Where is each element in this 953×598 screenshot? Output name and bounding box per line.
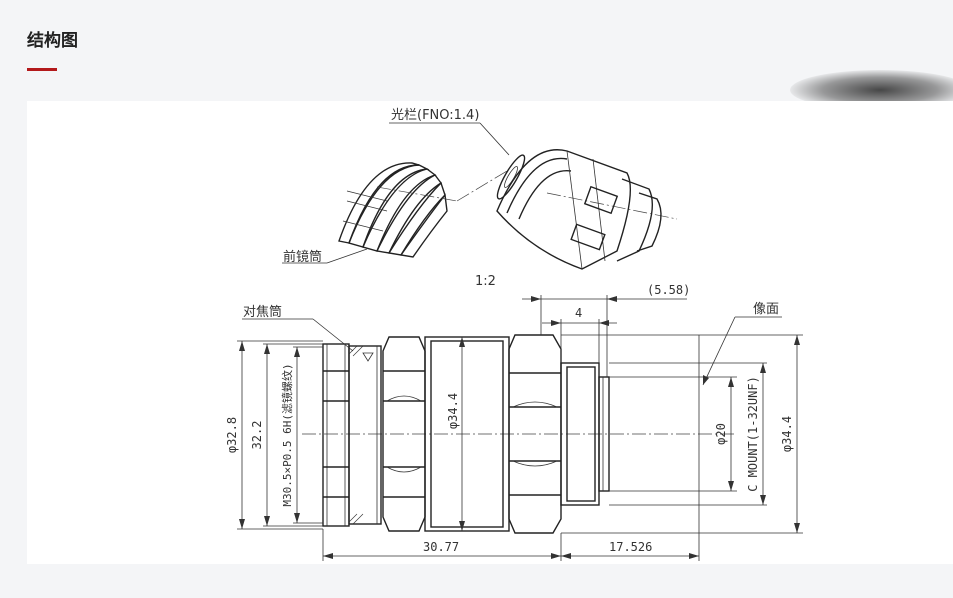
focus-barrel-label: 对焦筒: [243, 304, 282, 320]
dia-34-4-body-label: φ34.4: [446, 393, 460, 429]
len-30-77-label: 30.77: [423, 540, 459, 554]
exploded-view: [338, 149, 678, 270]
structure-drawing-card: 光栏(FNO:1.4) 前镜筒 1:2: [27, 101, 953, 564]
dim-5-58-label: (5.58): [647, 283, 690, 297]
scale-label: 1:2: [475, 274, 496, 289]
thread-label: M30.5×P0.5 6H(滤镜螺纹): [280, 363, 294, 506]
title-underline: [27, 68, 57, 71]
front-barrel-label: 前镜筒: [283, 249, 322, 265]
dia-20-label: φ20: [714, 423, 728, 445]
c-mount-label: C MOUNT(1-32UNF): [746, 376, 760, 492]
lens-structure-diagram: 光栏(FNO:1.4) 前镜筒 1:2: [225, 108, 803, 561]
dim-4-label: 4: [575, 306, 582, 320]
aperture-disc-drawing: [496, 154, 526, 200]
dia-34-4-right-label: φ34.4: [780, 416, 794, 452]
section-title: 结构图: [27, 31, 78, 51]
rear-barrel-drawing: [496, 149, 662, 270]
aperture-label: 光栏(FNO:1.4): [391, 108, 479, 123]
dim-32-2-label: 32.2: [250, 421, 264, 450]
len-17-526-label: 17.526: [609, 540, 652, 554]
front-barrel-drawing: [338, 162, 448, 258]
image-plane-label: 像面: [753, 302, 779, 317]
dia-32-8-label: φ32.8: [225, 417, 239, 453]
section-view: [302, 334, 737, 534]
